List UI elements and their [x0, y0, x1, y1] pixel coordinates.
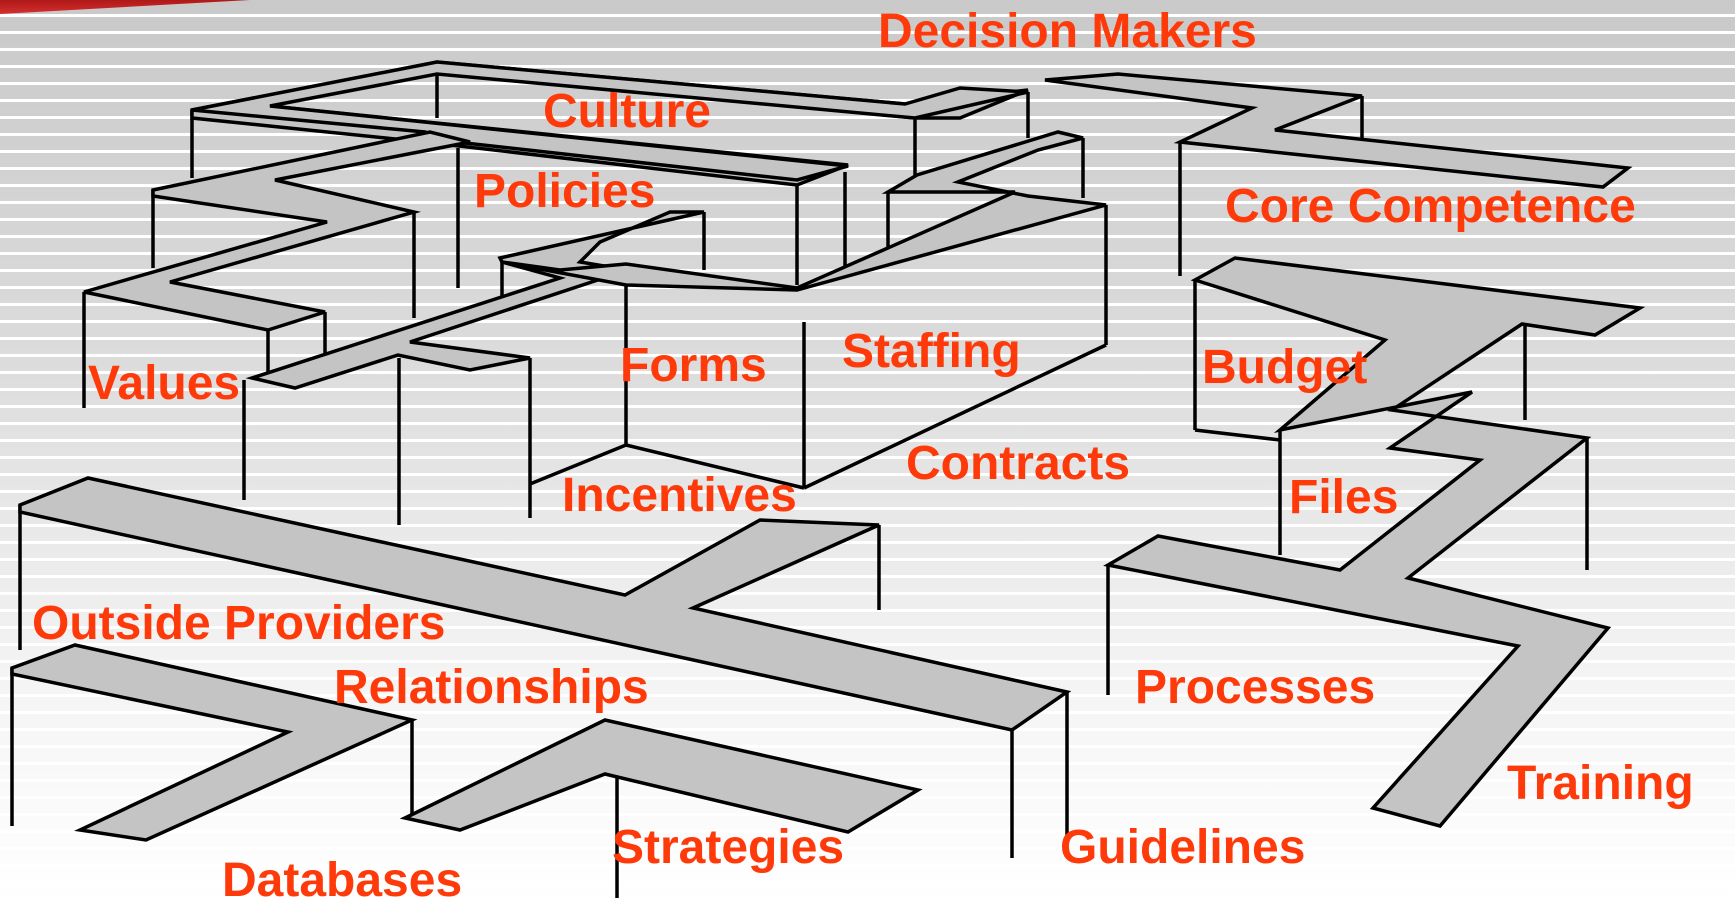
label-policies: Policies — [474, 165, 656, 218]
walkway-relationships — [18, 476, 1072, 732]
posts-right — [1106, 96, 1589, 695]
walkway-staffing — [501, 130, 1107, 292]
walkway-core-competence — [1103, 256, 1646, 828]
label-guidelines: Guidelines — [1060, 821, 1306, 874]
label-forms: Forms — [620, 339, 767, 392]
label-training: Training — [1507, 757, 1694, 810]
walkway-decision-makers — [1044, 72, 1633, 189]
label-values: Values — [88, 357, 241, 410]
label-budget: Budget — [1202, 341, 1368, 394]
label-decision-makers: Decision Makers — [878, 5, 1257, 58]
walkway-strategies — [399, 718, 923, 834]
label-files: Files — [1289, 471, 1399, 524]
label-core-competence: Core Competence — [1225, 180, 1636, 233]
label-incentives: Incentives — [562, 469, 797, 522]
label-strategies: Strategies — [612, 821, 845, 874]
label-staffing: Staffing — [842, 325, 1021, 378]
label-culture: Culture — [543, 85, 711, 138]
label-databases: Databases — [222, 854, 463, 907]
posts-top-left — [82, 70, 1108, 525]
label-processes: Processes — [1135, 661, 1376, 714]
posts-bottom-left — [10, 505, 1069, 898]
label-relationships: Relationships — [334, 661, 649, 714]
walkway-values — [83, 130, 471, 332]
label-outside-providers: Outside Providers — [32, 597, 446, 650]
label-contracts: Contracts — [906, 437, 1131, 490]
walkway-databases — [10, 643, 418, 842]
walkway-policies — [245, 210, 705, 390]
